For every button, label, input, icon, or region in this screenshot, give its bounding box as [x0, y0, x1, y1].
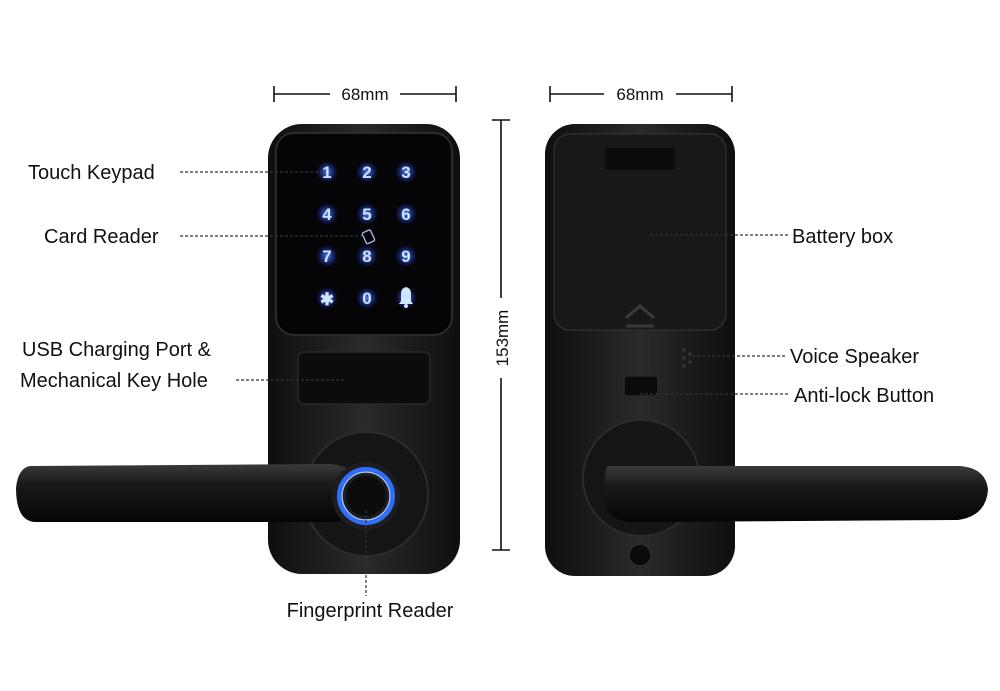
height-label: 153mm — [493, 310, 512, 367]
keypad[interactable]: 1 2 3 4 5 6 7 8 9 ✱ 0 — [316, 161, 417, 309]
voice-speaker-label: Voice Speaker — [790, 346, 919, 368]
key-star[interactable]: ✱ — [320, 290, 334, 309]
key-6[interactable]: 6 — [401, 205, 410, 224]
touch-keypad-label: Touch Keypad — [28, 162, 155, 184]
arrow-up-icon — [625, 304, 655, 328]
back-width-dimension: 68mm — [549, 85, 733, 104]
key-4[interactable]: 4 — [322, 205, 332, 224]
front-width-dimension: 68mm — [273, 85, 457, 104]
battery-cover-latch — [605, 148, 675, 170]
battery-box-label: Battery box — [792, 226, 893, 248]
key-5[interactable]: 5 — [362, 205, 371, 224]
front-width-label: 68mm — [341, 85, 388, 104]
key-0[interactable]: 0 — [362, 289, 371, 308]
back-width-label: 68mm — [616, 85, 663, 104]
fingerprint-reader-label: Fingerprint Reader — [287, 600, 454, 622]
bottom-screw — [628, 543, 652, 567]
key-7[interactable]: 7 — [322, 247, 331, 266]
key-1[interactable]: 1 — [322, 163, 331, 182]
card-reader-label: Card Reader — [44, 226, 159, 248]
usb-port-label-line2: Mechanical Key Hole — [20, 370, 208, 392]
key-2[interactable]: 2 — [362, 163, 371, 182]
speaker-grille-icon — [682, 348, 692, 368]
bell-icon[interactable] — [399, 287, 413, 308]
key-hole-cover — [297, 351, 431, 405]
keypad-panel — [275, 132, 453, 336]
front-lock: 1 2 3 4 5 6 7 8 9 ✱ 0 — [16, 124, 460, 574]
front-handle — [16, 464, 362, 522]
fingerprint-sensor-icon[interactable] — [332, 462, 400, 530]
back-lock — [545, 124, 988, 576]
back-handle — [604, 466, 988, 522]
key-3[interactable]: 3 — [401, 163, 410, 182]
usb-port-label-line1: USB Charging Port & — [22, 339, 212, 361]
height-dimension: 153mm — [492, 119, 512, 551]
key-8[interactable]: 8 — [362, 247, 371, 266]
battery-cover — [553, 133, 727, 331]
anti-lock-button-icon[interactable] — [623, 375, 659, 397]
key-9[interactable]: 9 — [401, 247, 410, 266]
card-icon — [361, 229, 376, 245]
anti-lock-button-label: Anti-lock Button — [794, 385, 934, 407]
